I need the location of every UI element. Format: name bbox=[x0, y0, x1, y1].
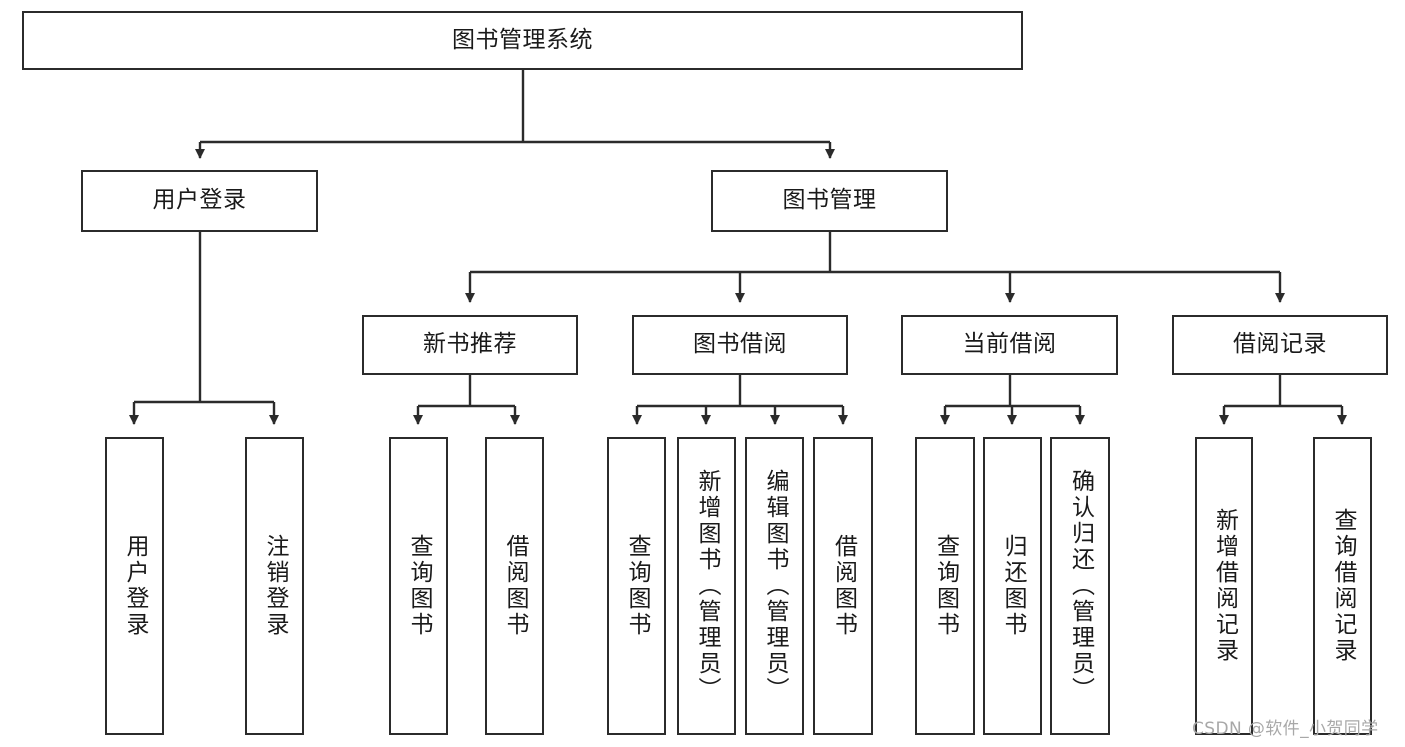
leaf-borrow-add-book-label: 新增图书（管理员） bbox=[694, 469, 720, 703]
node-current-borrow[interactable]: 当前借阅 bbox=[901, 315, 1118, 375]
leaf-record-query[interactable]: 查询借阅记录 bbox=[1313, 437, 1372, 735]
node-book-management-label: 图书管理 bbox=[782, 187, 877, 214]
leaf-current-query-book[interactable]: 查询图书 bbox=[915, 437, 975, 735]
leaf-current-confirm-return[interactable]: 确认归还（管理员） bbox=[1050, 437, 1110, 735]
node-root[interactable]: 图书管理系统 bbox=[22, 11, 1023, 70]
leaf-borrow-add-book[interactable]: 新增图书（管理员） bbox=[677, 437, 736, 735]
node-current-borrow-label: 当前借阅 bbox=[962, 331, 1057, 358]
leaf-borrow-edit-book-label: 编辑图书（管理员） bbox=[762, 469, 788, 703]
leaf-borrow-query-book[interactable]: 查询图书 bbox=[607, 437, 666, 735]
node-borrow-records[interactable]: 借阅记录 bbox=[1172, 315, 1388, 375]
leaf-record-add[interactable]: 新增借阅记录 bbox=[1195, 437, 1253, 735]
node-borrow-records-label: 借阅记录 bbox=[1233, 331, 1327, 358]
leaf-user-logout-label: 注销登录 bbox=[262, 534, 288, 638]
leaf-rec-query-book-label: 查询图书 bbox=[406, 534, 432, 638]
leaf-borrow-borrow-book-label: 借阅图书 bbox=[830, 534, 857, 638]
leaf-rec-borrow-book-label: 借阅图书 bbox=[502, 534, 528, 638]
node-user-login[interactable]: 用户登录 bbox=[81, 170, 318, 232]
node-book-management[interactable]: 图书管理 bbox=[711, 170, 948, 232]
leaf-current-query-book-label: 查询图书 bbox=[932, 534, 959, 638]
leaf-record-add-label: 新增借阅记录 bbox=[1211, 508, 1238, 664]
leaf-user-login[interactable]: 用户登录 bbox=[105, 437, 164, 735]
leaf-rec-query-book[interactable]: 查询图书 bbox=[389, 437, 448, 735]
leaf-borrow-edit-book[interactable]: 编辑图书（管理员） bbox=[745, 437, 804, 735]
leaf-rec-borrow-book[interactable]: 借阅图书 bbox=[485, 437, 544, 735]
leaf-current-confirm-return-label: 确认归还（管理员） bbox=[1067, 469, 1094, 703]
node-book-borrow-label: 图书借阅 bbox=[693, 331, 787, 358]
leaf-current-return-book[interactable]: 归还图书 bbox=[983, 437, 1042, 735]
leaf-current-return-book-label: 归还图书 bbox=[1000, 534, 1026, 638]
node-root-label: 图书管理系统 bbox=[452, 26, 593, 53]
node-user-login-label: 用户登录 bbox=[152, 187, 247, 214]
leaf-user-logout[interactable]: 注销登录 bbox=[245, 437, 304, 735]
leaf-record-query-label: 查询借阅记录 bbox=[1330, 508, 1356, 664]
node-new-book-recommend-label: 新书推荐 bbox=[423, 331, 517, 358]
node-book-borrow[interactable]: 图书借阅 bbox=[632, 315, 848, 375]
leaf-user-login-label: 用户登录 bbox=[122, 534, 148, 638]
watermark-text: CSDN @软件_小贺同学 bbox=[1192, 719, 1379, 739]
node-new-book-recommend[interactable]: 新书推荐 bbox=[362, 315, 578, 375]
leaf-borrow-borrow-book[interactable]: 借阅图书 bbox=[813, 437, 873, 735]
leaf-borrow-query-book-label: 查询图书 bbox=[624, 534, 650, 638]
